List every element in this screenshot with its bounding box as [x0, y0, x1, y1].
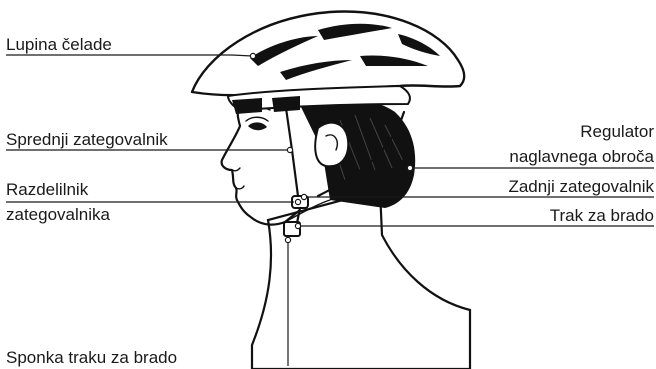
label-front-adjuster: Sprednji zategovalnik: [6, 130, 168, 149]
label-strap-divider-line2: zategovalnika: [6, 205, 111, 224]
label-headband-regulator-line1: Regulator: [580, 122, 654, 141]
ear: [315, 123, 348, 167]
label-chin-strap: Trak za brado: [550, 206, 654, 225]
label-strap-divider-line1: Razdelilnik: [6, 180, 89, 199]
label-chin-buckle: Sponka traku za brado: [6, 348, 177, 367]
helmet-shell: [192, 12, 464, 96]
neck: [252, 190, 470, 369]
label-headband-regulator-line2: naglavnega obroča: [509, 147, 654, 166]
label-helmet-shell: Lupina čelade: [6, 35, 112, 54]
label-rear-adjuster: Zadnji zategovalnik: [508, 177, 654, 196]
head-illustration: [222, 98, 470, 369]
